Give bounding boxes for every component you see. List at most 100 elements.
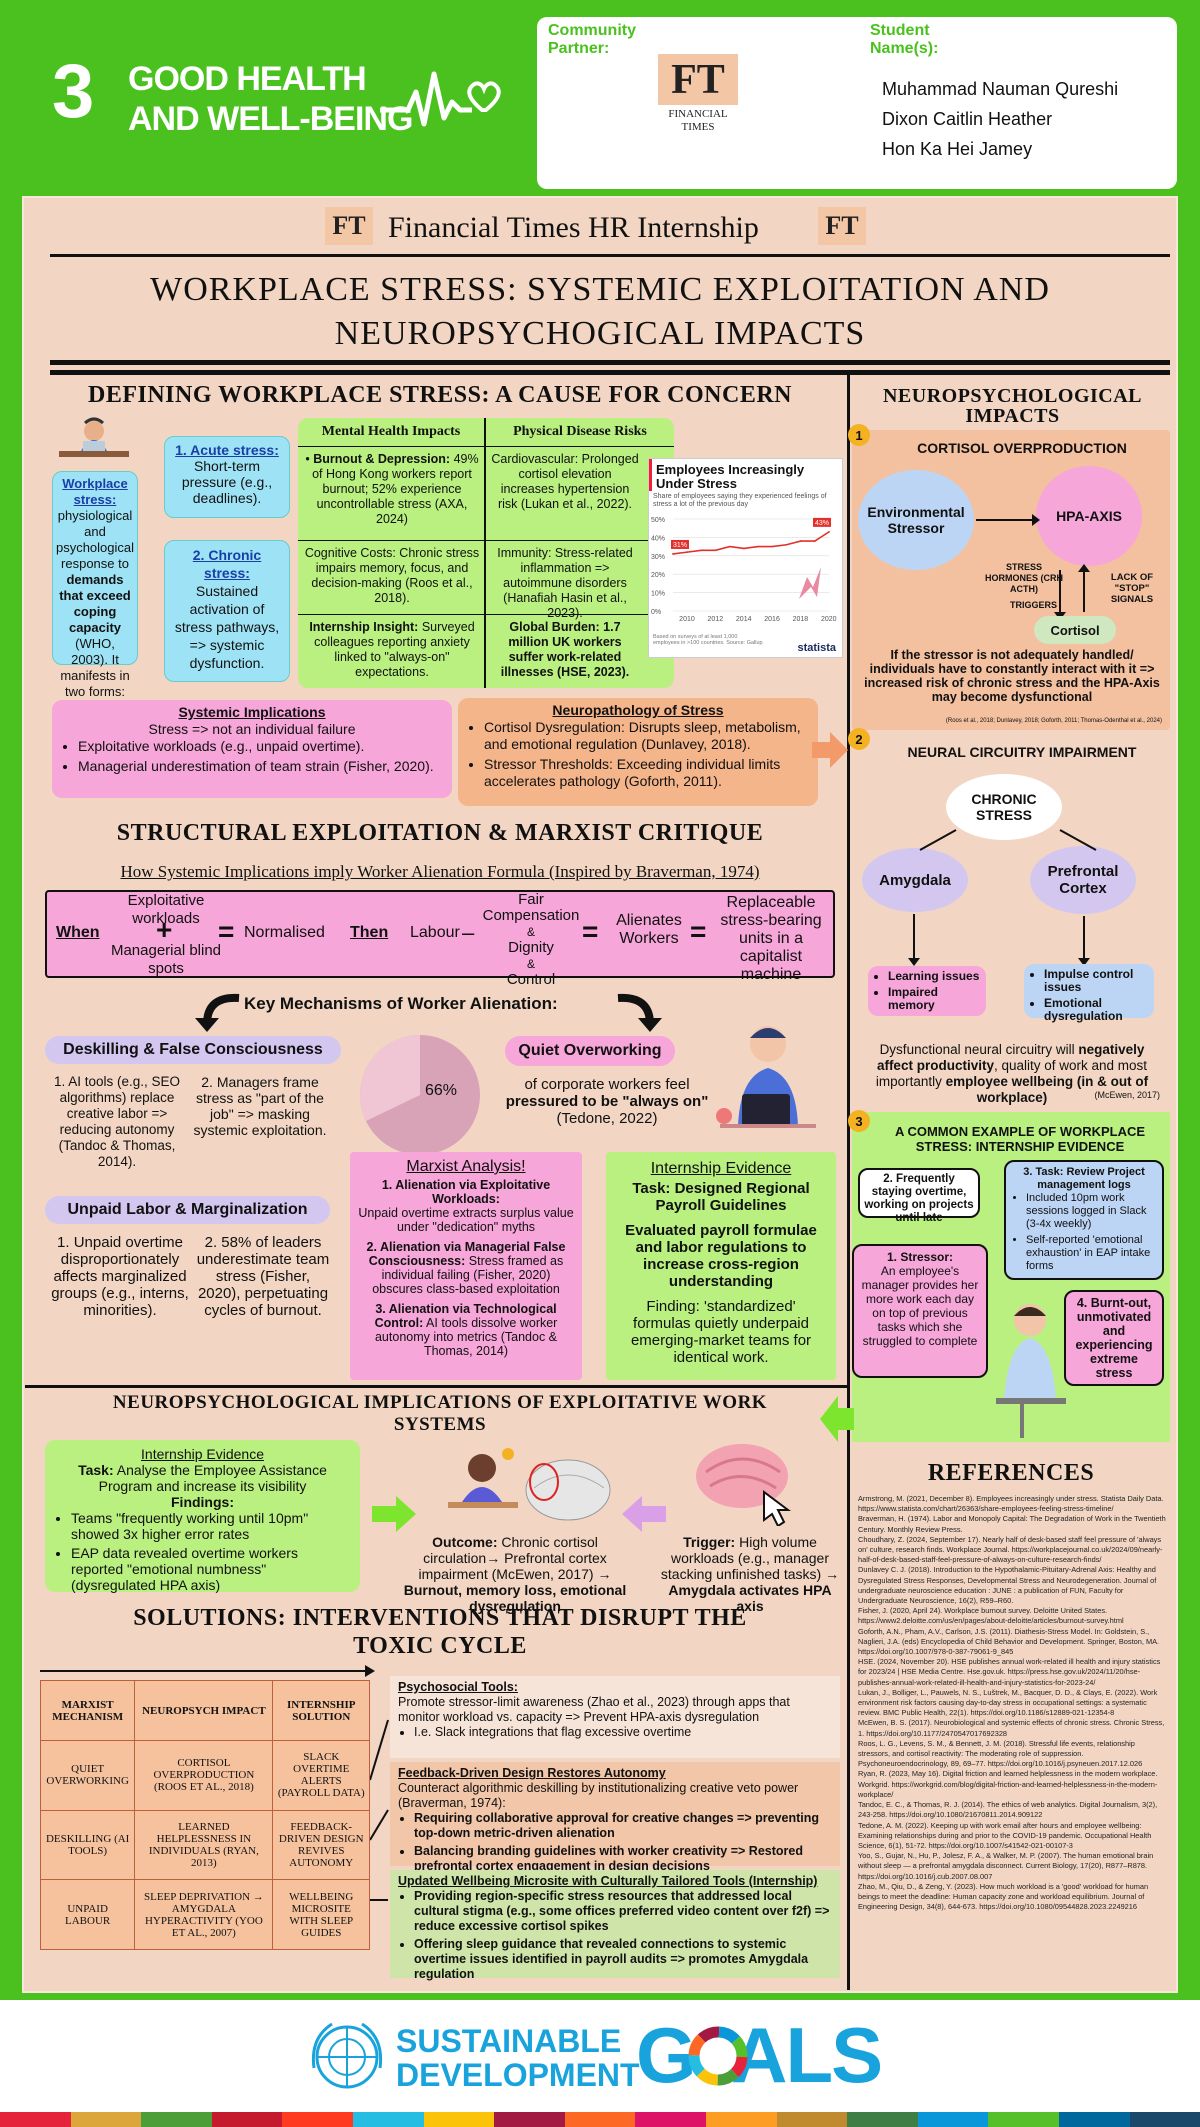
pie-chart [360, 1035, 480, 1155]
neural-cite: (McEwen, 2017) [1094, 1090, 1160, 1100]
student-name: Dixon Caitlin Heather [882, 109, 1053, 129]
divider [50, 370, 1170, 375]
neural-text: Dysfunctional neural circuitry will nega… [875, 1042, 1149, 1105]
divider [25, 1385, 847, 1388]
solution-feedback: Feedback-Driven Design Restores Autonomy… [390, 1762, 840, 1873]
formula-equals: = [218, 916, 235, 947]
chronic-stress-box: 2. Chronic stress:Sustained activation o… [164, 540, 290, 682]
student-names: Muhammad Nauman Qureshi Dixon Caitlin He… [882, 74, 1118, 164]
reference-item: Tedone, A. M. (2022). Keeping up with wo… [858, 1820, 1152, 1850]
formula-normalised: Normalised [244, 924, 325, 941]
end-label-bg [813, 517, 831, 527]
references-title: REFERENCES [927, 1460, 1095, 1486]
formula-replaceable: Replaceable stress-bearing units in a ca… [720, 894, 822, 983]
footer-goals: G ALS [636, 2011, 883, 2099]
end-data-label: 43% [815, 520, 829, 527]
number-badge: 1 [848, 424, 870, 446]
data-point [700, 549, 703, 552]
data-point [771, 545, 774, 548]
start-label-bg [671, 539, 689, 549]
cortisol-text: If the stressor is not adequately handle… [864, 648, 1160, 704]
data-point [813, 540, 816, 542]
solution-microsite: Updated Wellbeing Microsite with Cultura… [390, 1870, 840, 1981]
formula-then: Then [350, 924, 389, 941]
amygdala-effects: Learning issuesImpaired memory [868, 966, 986, 1016]
reference-item: Zhao, M., Qiu, D., & Zeng, Y. (2023). Ho… [858, 1881, 1149, 1912]
ft-logo-left: FT [325, 207, 373, 245]
y-tick-label: 0% [651, 609, 661, 616]
data-point [728, 545, 731, 548]
footer-development: DEVELOPMENT [396, 2057, 640, 2093]
example-step-1: 1. Stressor:An employee's manager provid… [852, 1244, 988, 1378]
definition-box: Workplace stress:physiological and psych… [52, 471, 138, 699]
neuropathology-box: Neuropathology of Stress Cortisol Dysreg… [458, 698, 818, 806]
reference-item: Armstrong, M. (2021, December 8). Employ… [858, 1494, 1164, 1514]
reference-item: Yoo, S., Gujar, N., Hu, P., Jolesz, F. A… [858, 1851, 1154, 1881]
cortisol-node: Cortisol [1034, 616, 1116, 644]
cortisol-cite: (Roos et al., 2018; Dunlavey, 2018; Gofo… [945, 718, 1162, 724]
neural-head: NEURAL CIRCUITRY IMPAIRMENT [907, 744, 1137, 760]
divider [50, 254, 1170, 257]
structural-subtitle: How Systemic Implications imply Worker A… [120, 862, 760, 881]
mental-health-head: Mental Health Impacts [321, 424, 461, 439]
reference-item: Roos, L. G., Levens, S. M., & Bennett, J… [858, 1738, 1143, 1769]
formula-equals: = [690, 916, 707, 947]
section-title-implications: NEUROPSYCHOLOGICAL IMPLICATIONS OF EXPLO… [112, 1392, 768, 1435]
impacts-table [298, 418, 674, 688]
reference-item: Dunlavey C. J. (2018). Introduction to t… [858, 1565, 1157, 1606]
key-mechanisms-title: Key Mechanisms of Worker Alienation: [244, 994, 558, 1013]
main-title: WORKPLACE STRESS: SYSTEMIC EXPLOITATION … [150, 271, 1050, 352]
formula-minus: – [462, 920, 475, 945]
curved-arrow-icon [617, 993, 662, 1032]
hpa-axis: HPA-AXIS [1036, 466, 1142, 566]
arrow-left-icon [622, 1496, 666, 1532]
goal-number: 3 [52, 49, 95, 134]
goal-title-line2: AND WELL-BEING [128, 100, 413, 138]
sdg-wheel-icon [688, 2026, 748, 2086]
header-info-box [537, 17, 1177, 189]
data-point [743, 547, 745, 550]
mh-item: Cognitive Costs: Chronic stress impairs … [304, 546, 480, 605]
reference-item: Braverman, H. (1974). Labor and Monopoly… [858, 1514, 1166, 1534]
implications-evidence-box: Internship Evidence Task: Analyse the Em… [45, 1440, 360, 1593]
formula-when: When [56, 924, 100, 941]
formula-equals: = [582, 916, 599, 947]
pd-item: Immunity: Stress-related inflammation =>… [497, 546, 633, 620]
trigger-text: Trigger: High volume workloads (e.g., ma… [660, 1534, 840, 1614]
stressed-employee-icon [996, 1304, 1066, 1438]
solution-psychosocial: Psychosocial Tools:Promote stressor-limi… [390, 1676, 840, 1758]
ft-logo-right: FT [818, 207, 866, 245]
reference-item: Choudhary, Z. (2024, September 17). Near… [858, 1534, 1163, 1565]
data-point [799, 540, 802, 542]
section-title-solutions: SOLUTIONS: INTERVENTIONS THAT DISRUPT TH… [133, 1605, 747, 1659]
deskilling-item: 1. AI tools (e.g., SEO algorithms) repla… [53, 1074, 181, 1169]
marxist-analysis-box: Marxist Analysis! 1. Alienation via Expl… [350, 1152, 582, 1380]
environmental-stressor: Environmental Stressor [858, 470, 974, 570]
formula-alienates: Alienates Workers [616, 912, 682, 947]
formula-managerial: Managerial blind spots [110, 942, 222, 977]
chart-source: Based on surveys of at least 1,000 emplo… [653, 634, 763, 646]
stressed-laptop-worker-icon [716, 1026, 816, 1128]
lack-of-stop-label: LACK OF "STOP" SIGNALS [1110, 572, 1154, 605]
reference-item: HSE. (2024, November 20). HSE publishes … [858, 1657, 1161, 1687]
statista-brand: statista [797, 642, 836, 654]
reference-item: Ryan, R. (2023, May 16). Digital frictio… [858, 1769, 1158, 1799]
unpaid-item: 2. 58% of leaders underestimate team str… [196, 1234, 330, 1319]
cortisol-head: CORTISOL OVERPRODUCTION [917, 440, 1127, 456]
y-tick-label: 20% [651, 572, 665, 579]
reference-item: McEwen, B. S. (2017). Neurobiological an… [858, 1718, 1165, 1738]
formula-plus: + [156, 914, 173, 945]
reference-item: Lukan, J., Bolliger, L., Pauwels, N. S.,… [858, 1687, 1158, 1718]
x-tick-label: 2014 [736, 616, 752, 623]
amygdala-node: Amygdala [862, 848, 968, 912]
pfc-effects: Impulse control issuesEmotional dysregul… [1024, 964, 1154, 1023]
student-name: Muhammad Nauman Qureshi [882, 79, 1119, 99]
reference-item: Fisher, J. (2020, April 24). Workplace b… [858, 1606, 1124, 1626]
formula-fair: Fair Compensation&Dignity&Control [482, 891, 580, 988]
series-line [672, 531, 830, 555]
example-step-2: 2. Frequently staying overtime, working … [858, 1168, 980, 1224]
